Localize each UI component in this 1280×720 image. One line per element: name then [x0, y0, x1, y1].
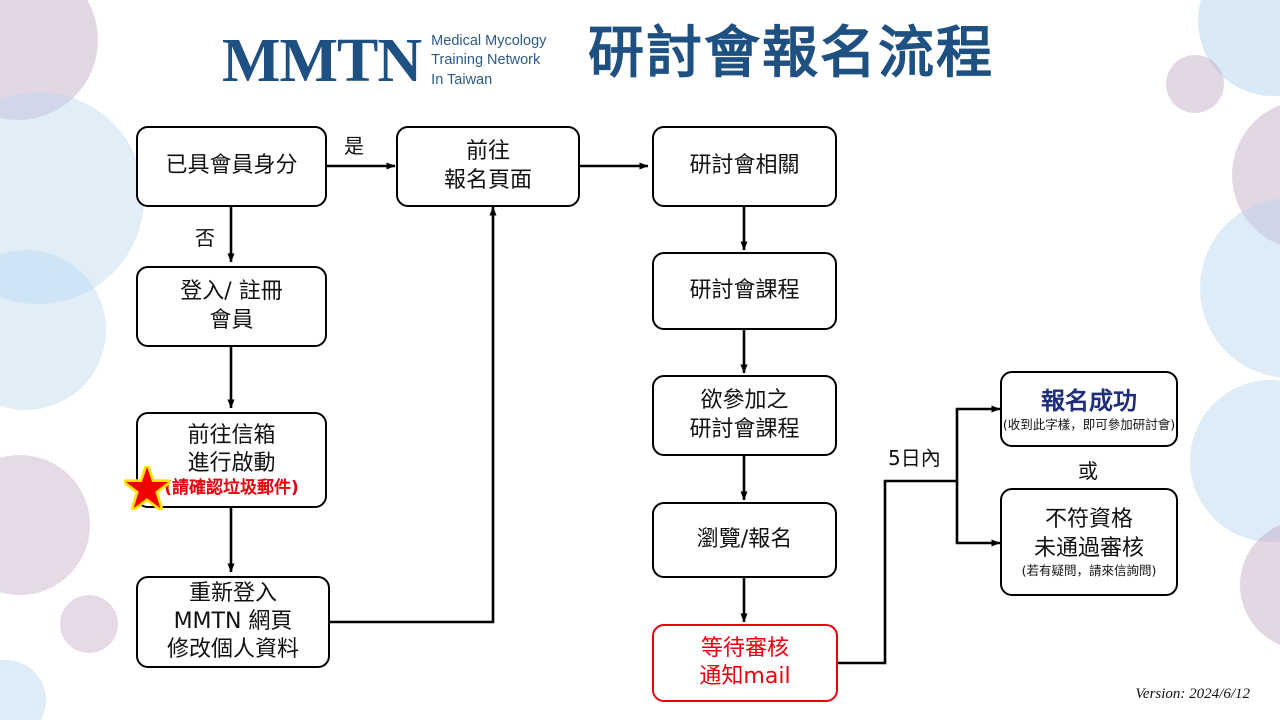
- node-not-qualified-line1: 不符資格: [1044, 507, 1133, 533]
- node-relogin-profile-line1: 重新登入: [188, 580, 277, 606]
- node-seminar-related[interactable]: 研討會相關: [652, 126, 837, 207]
- node-goto-signup-line2: 報名頁面: [443, 167, 532, 193]
- decor-circle-purple-left2: [60, 595, 118, 653]
- edge-split-to-success: [955, 405, 1001, 481]
- node-browse-signup-line1: 瀏覽/報名: [696, 526, 793, 552]
- edge-relogin-to-signup: [330, 206, 497, 624]
- page-title: 研討會報名流程: [588, 21, 994, 86]
- red-star-icon: [124, 466, 170, 510]
- node-activate-mail-line1: 前往信箱: [187, 422, 276, 448]
- edge-split-to-rejected: [955, 481, 1001, 547]
- node-login-register-line1: 登入/ 註冊: [180, 279, 283, 305]
- decor-circle-purple-tr: [1166, 55, 1224, 113]
- node-await-review-line1: 等待審核: [700, 635, 789, 661]
- logo-tagline-line2: Training Network: [431, 52, 541, 69]
- edge-label-or: 或: [1078, 459, 1098, 483]
- node-activate-mail-note: (請確認垃圾郵件): [164, 477, 299, 498]
- node-login-register-line2: 會員: [209, 307, 254, 333]
- node-seminar-related-line1: 研討會相關: [689, 153, 800, 179]
- node-signup-success-sub: (收到此字樣，即可參加研討會): [1002, 416, 1176, 432]
- node-seminar-courses[interactable]: 研討會課程: [652, 252, 837, 330]
- node-relogin-profile-line2: MMTN 網頁: [173, 608, 293, 634]
- node-activate-mail[interactable]: 前往信箱 進行啟動 (請確認垃圾郵件): [136, 412, 327, 508]
- edge-label-within-5-days: 5日內: [888, 446, 941, 470]
- node-seminar-courses-line1: 研討會課程: [689, 277, 800, 303]
- version-label: Version: 2024/6/12: [1135, 686, 1250, 702]
- node-not-qualified[interactable]: 不符資格 未通過審核 (若有疑問，請來信詢問): [1000, 488, 1178, 596]
- node-goto-signup[interactable]: 前往 報名頁面: [396, 126, 580, 207]
- node-desired-courses-line2: 研討會課程: [689, 416, 800, 442]
- logo-tagline-line3: In Taiwan: [431, 71, 493, 88]
- node-relogin-profile[interactable]: 重新登入 MMTN 網頁 修改個人資料: [136, 576, 330, 668]
- mmtn-logo: MMTN Medical Mycology Training Network I…: [222, 30, 546, 92]
- node-activate-mail-line2: 進行啟動: [187, 450, 276, 476]
- node-not-qualified-line2: 未通過審核: [1033, 535, 1144, 561]
- node-signup-success[interactable]: 報名成功 (收到此字樣，即可參加研討會): [1000, 371, 1178, 447]
- node-signup-success-line1: 報名成功: [1041, 387, 1137, 416]
- edge-await-to-split: [838, 479, 957, 665]
- edge-label-yes: 是: [344, 134, 364, 158]
- logo-wordmark: MMTN: [222, 27, 422, 95]
- logo-tagline-line1: Medical Mycology: [431, 33, 547, 50]
- edge-label-no: 否: [195, 226, 215, 250]
- node-relogin-profile-line3: 修改個人資料: [166, 637, 299, 663]
- node-not-qualified-sub: (若有疑問，請來信詢問): [1021, 562, 1157, 578]
- node-goto-signup-line1: 前往: [465, 139, 510, 165]
- node-desired-courses-line1: 欲參加之: [700, 388, 789, 414]
- logo-tagline: Medical Mycology Training Network In Tai…: [431, 32, 546, 89]
- node-await-review-line2: 通知mail: [699, 664, 791, 689]
- node-browse-signup[interactable]: 瀏覽/報名: [652, 502, 837, 578]
- node-member-check-line1: 已具會員身分: [165, 153, 298, 179]
- node-await-review[interactable]: 等待審核 通知mail: [652, 624, 838, 702]
- node-member-check[interactable]: 已具會員身分: [136, 126, 327, 207]
- node-desired-courses[interactable]: 欲參加之 研討會課程: [652, 375, 837, 456]
- node-login-register[interactable]: 登入/ 註冊 會員: [136, 266, 327, 347]
